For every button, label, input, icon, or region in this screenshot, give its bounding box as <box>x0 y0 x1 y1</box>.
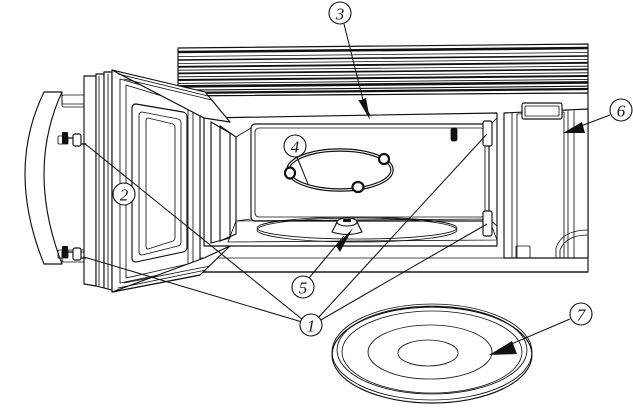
callout-1-label: 1 <box>307 317 316 336</box>
door-front-slab <box>83 71 113 291</box>
oven-cavity <box>203 112 498 247</box>
roller-wheel-left <box>283 166 297 180</box>
callout-5-circle[interactable] <box>291 275 315 299</box>
callout-4[interactable]: 4 <box>283 134 307 158</box>
control-panel-display <box>521 102 563 120</box>
callout-1-circle[interactable] <box>299 313 323 337</box>
callout-7-label: 7 <box>577 306 587 325</box>
grille-vent-lines <box>178 46 588 95</box>
callout-7[interactable]: 7 <box>569 302 593 326</box>
callout-5-label: 5 <box>299 279 308 298</box>
door-handle <box>24 91 87 265</box>
cavity-light-vent <box>450 127 458 142</box>
latch-slot-upper <box>482 120 493 147</box>
door-assembly <box>24 69 231 293</box>
latch-hook-upper <box>57 132 87 147</box>
glass-turntable-tray <box>331 303 533 404</box>
latch-slot-lower <box>482 210 493 237</box>
callout-5[interactable]: 5 <box>291 275 315 299</box>
callout-6[interactable]: 6 <box>609 98 633 122</box>
callout-3[interactable]: 3 <box>328 1 352 25</box>
roller-wheel-right <box>377 152 391 166</box>
callout-6-circle[interactable] <box>609 98 633 122</box>
turntable-drive-coupler <box>331 217 363 236</box>
top-vent-grille <box>177 43 589 97</box>
callout-1[interactable]: 1 <box>299 313 323 337</box>
callout-4-label: 4 <box>291 138 300 157</box>
turntable-roller-ring <box>283 148 394 194</box>
callout-4-circle[interactable] <box>283 134 307 158</box>
door-inner-frame <box>131 103 188 263</box>
callout-2[interactable]: 2 <box>112 182 136 206</box>
door-top-rim <box>111 69 231 123</box>
leader-lines <box>83 23 611 355</box>
control-panel <box>503 102 589 259</box>
cavity-floor-turntable-outline <box>256 216 458 243</box>
callout-3-label: 3 <box>335 5 345 24</box>
door-bottom-rim <box>111 245 231 293</box>
roller-wheel-front <box>351 180 365 194</box>
callout-2-circle[interactable] <box>112 182 136 206</box>
callout-2-label: 2 <box>120 186 129 205</box>
callout-7-circle[interactable] <box>569 302 593 326</box>
callout-3-circle[interactable] <box>328 1 352 25</box>
callout-6-label: 6 <box>617 102 626 121</box>
latch-hook-lower <box>57 246 87 261</box>
